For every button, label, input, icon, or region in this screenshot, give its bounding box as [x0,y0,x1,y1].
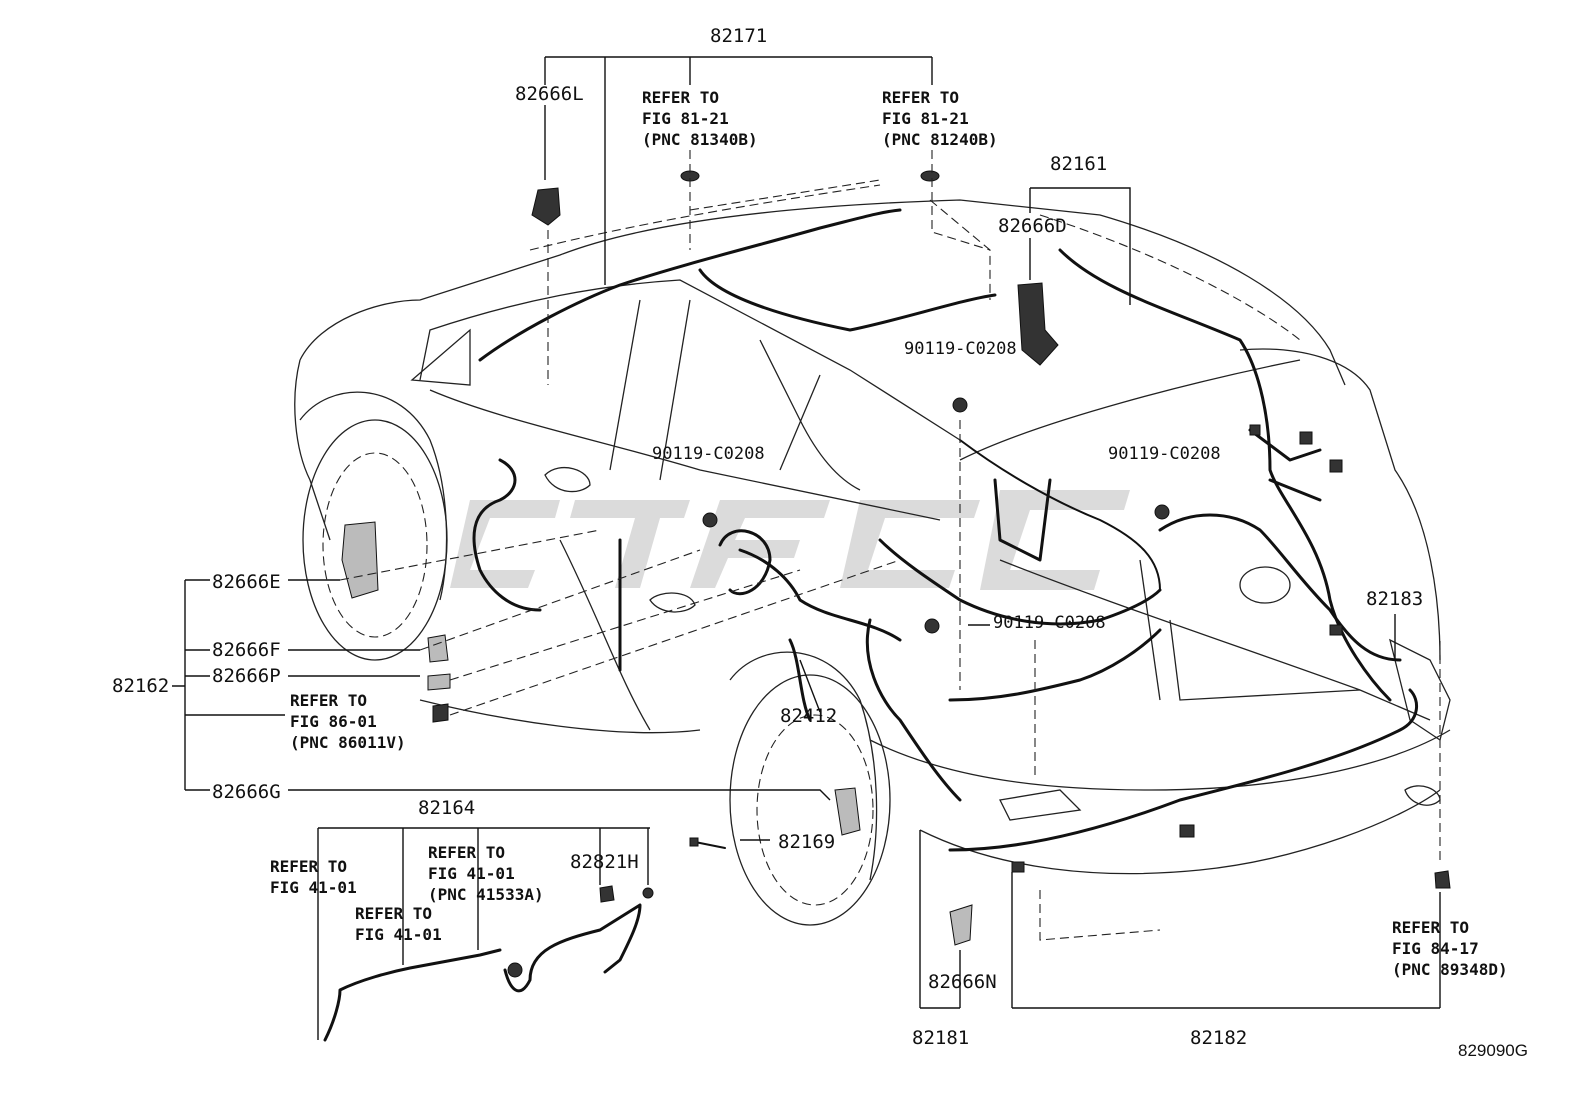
connector-82821H [599,885,615,903]
bolt-2 [702,512,718,528]
floor-harness-main [618,538,902,672]
sill-harness [993,478,1052,562]
fuel-harness [718,529,772,596]
watermark-logo [450,490,1130,590]
figure-code: 829090G [1458,1041,1528,1060]
bolt-1 [952,397,968,413]
ref-note-41533A: REFER TO FIG 41-01 (PNC 41533A) [428,843,544,904]
backdoor-branch [1248,428,1322,502]
cross-harness [948,628,1162,702]
label-82666G: 82666G [212,781,281,803]
bumper-harness [948,688,1419,852]
vehicle-body [294,179,1451,926]
floor-harness-left [472,458,542,612]
grommet-86011V [432,703,449,723]
label-82183: 82183 [1366,588,1423,610]
label-82821H: 82821H [570,851,639,873]
connector [1299,431,1313,445]
bracket-82666E [341,521,379,599]
rear-harness [1158,513,1402,662]
label-82666E: 82666E [212,571,281,593]
label-bolt-4: 90119-C0208 [993,613,1106,633]
leader-lines [172,56,1441,1040]
bracket-82666D [1017,282,1059,366]
label-82162: 82162 [112,675,169,697]
parts [341,170,1451,946]
bolt-3 [1154,504,1170,520]
label-82164: 82164 [418,797,475,819]
label-82666F: 82666F [212,639,281,661]
bracket-82666G [834,787,861,836]
connector [1249,424,1261,436]
bracket-82666N [949,904,973,946]
ref-note-89348D: REFER TO FIG 84-17 (PNC 89348D) [1392,918,1508,979]
clamp [1011,861,1025,873]
ref-note-41-01-b: REFER TO FIG 41-01 [355,904,442,944]
label-82171: 82171 [710,25,767,47]
center-harness [878,538,1162,626]
part-labels: 82171 82666L 82161 82666D 82666E 82666F … [112,25,1423,1049]
bolt-4 [924,618,940,634]
center-route [959,439,1161,591]
ref-note-81240B: REFER TO FIG 81-21 (PNC 81240B) [882,88,998,149]
bracket-82666L [531,187,561,226]
reference-notes: REFER TO FIG 81-21 (PNC 81340B) REFER TO… [270,88,1508,979]
roof-branch [698,268,997,332]
clamp [1179,824,1195,838]
label-82666D: 82666D [998,215,1067,237]
ref-note-41-01-a: REFER TO FIG 41-01 [270,857,357,897]
label-82666N: 82666N [928,971,997,993]
rear-wheel-harness [788,618,962,802]
light-81240B [920,170,940,182]
label-82412: 82412 [780,705,837,727]
label-82181: 82181 [912,1027,969,1049]
label-82666P: 82666P [212,665,281,687]
label-82161: 82161 [1050,153,1107,175]
label-bolt-3: 90119-C0208 [1108,444,1221,464]
connector [1329,459,1343,473]
ref-note-86011V: REFER TO FIG 86-01 (PNC 86011V) [290,691,406,752]
label-82182: 82182 [1190,1027,1247,1049]
bracket-82666P [427,673,451,691]
label-82666L: 82666L [515,83,584,105]
connector [1329,624,1343,636]
ref-note-81340B: REFER TO FIG 81-21 (PNC 81340B) [642,88,758,149]
label-bolt-1: 90119-C0208 [904,339,1017,359]
wire-harnesses [472,208,1419,852]
bracket-82666F [427,634,449,663]
clip-89348D [1434,870,1451,889]
label-82169: 82169 [778,831,835,853]
front-harness-82164 [323,837,726,1042]
label-bolt-2: 90119-C0208 [652,444,765,464]
